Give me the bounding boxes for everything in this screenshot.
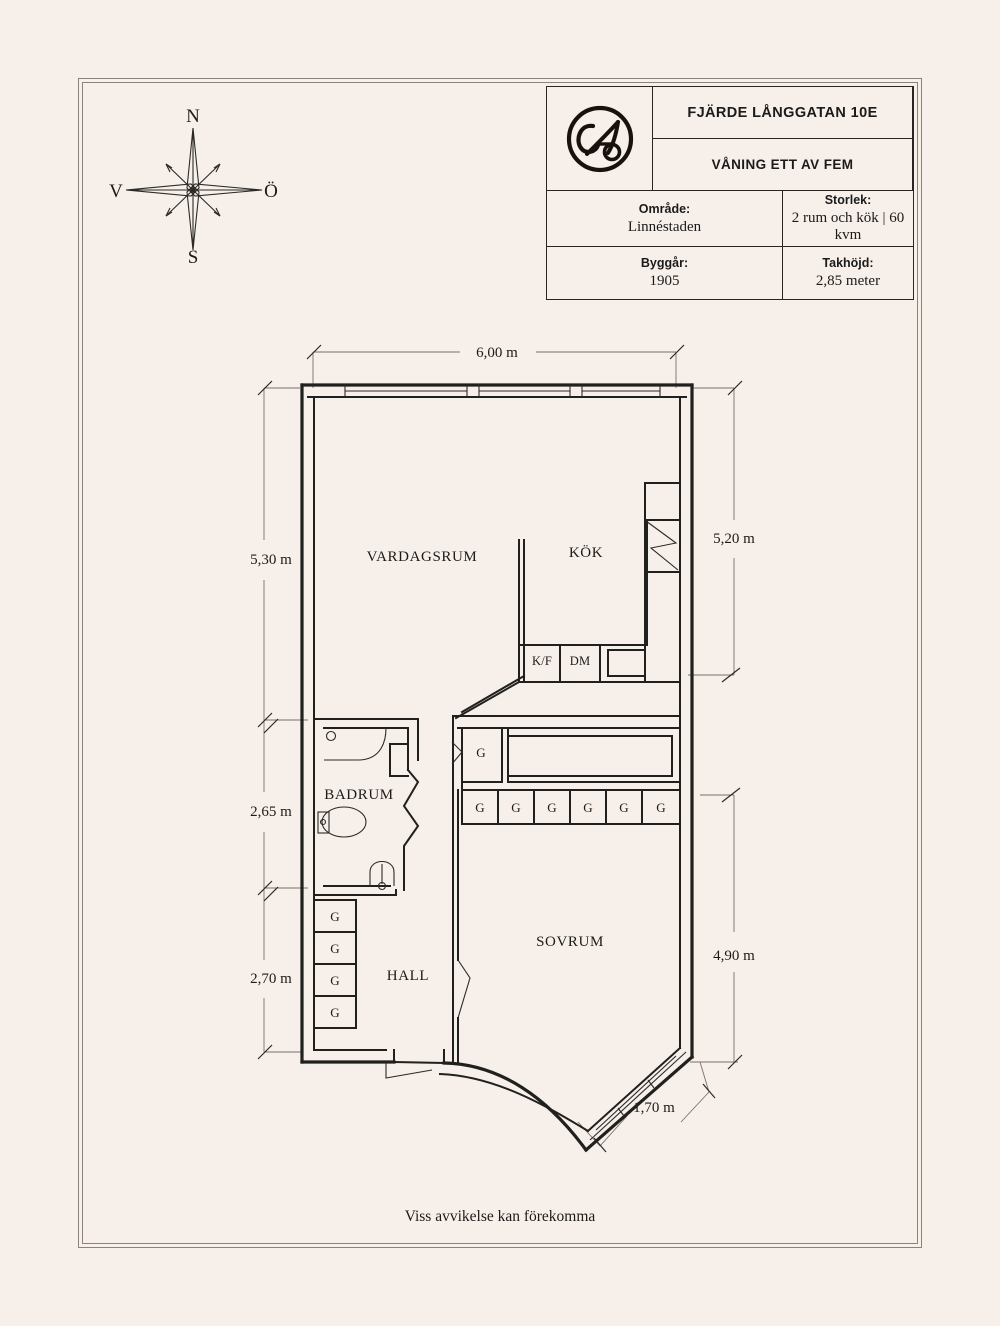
dimension-6-00: 6,00 m	[476, 345, 518, 361]
field-takhojd-key: Takhöjd:	[822, 256, 874, 270]
closet-label-hall-3: G	[330, 973, 339, 988]
appliance-label-kf: K/F	[532, 654, 552, 668]
closet-label-sovrum-2: G	[511, 800, 520, 815]
field-omrade: Område: Linnéstaden	[547, 191, 783, 247]
bay-window	[589, 1051, 687, 1141]
compass-label-south: S	[188, 247, 199, 263]
field-byggar-key: Byggår:	[640, 256, 689, 270]
dimension-4-90: 4,90 m	[713, 948, 755, 964]
closet-label-corridor: G	[476, 745, 485, 760]
dimension-5-20: 5,20 m	[713, 531, 755, 547]
field-takhojd: Takhöjd: 2,85 meter	[783, 247, 913, 299]
title-address: FJÄRDE LÅNGGATAN 10E	[653, 87, 913, 139]
dimension-lines: 6,00 m 5,30 m 2,65 m 2,70 m 5,20 m 4,90 …	[250, 344, 755, 1153]
windows-top	[344, 385, 661, 397]
dimension-1-70: 1,70 m	[633, 1100, 675, 1116]
room-label-vardagsrum: VARDAGSRUM	[367, 549, 478, 565]
field-byggar-value: 1905	[649, 273, 680, 289]
closet-label-hall-2: G	[330, 941, 339, 956]
compass-label-north: N	[186, 106, 200, 127]
field-takhojd-value: 2,85 meter	[815, 273, 881, 289]
disclaimer-caption: Viss avvikelse kan förekomma	[404, 1208, 596, 1225]
bathroom: BADRUM	[313, 718, 420, 896]
field-omrade-key: Område:	[638, 201, 691, 216]
field-storlek-key: Storlek:	[824, 193, 872, 207]
field-storlek-value: 2 rum och kök | 60 kvm	[791, 210, 905, 243]
dimension-5-30: 5,30 m	[250, 552, 292, 568]
sheet-border-outer	[78, 78, 922, 1248]
closet-label-sovrum-5: G	[619, 800, 628, 815]
kitchen-fixtures: K/F DM	[518, 482, 681, 683]
exterior-walls	[300, 383, 695, 1153]
closets-hall: G G G G	[313, 899, 357, 1029]
monogram-logo-icon	[566, 105, 633, 172]
field-omrade-value: Linnéstaden	[627, 218, 702, 235]
closet-label-sovrum-1: G	[475, 800, 484, 815]
room-label-hall: HALL	[387, 968, 429, 984]
title-block: FJÄRDE LÅNGGATAN 10E VÅNING ETT AV FEM O…	[546, 86, 914, 300]
closets-sovrum: G G G G G G	[461, 789, 681, 825]
appliance-label-dm: DM	[570, 654, 591, 668]
compass-label-east: Ö	[264, 181, 278, 202]
dimension-2-70: 2,70 m	[250, 971, 292, 987]
closet-label-sovrum-4: G	[583, 800, 592, 815]
compass-label-west: V	[109, 181, 123, 202]
title-floor: VÅNING ETT AV FEM	[653, 139, 913, 191]
logo-cell	[547, 87, 653, 191]
interior-walls: G	[451, 674, 681, 1063]
closet-label-hall-1: G	[330, 909, 339, 924]
field-byggar: Byggår: 1905	[547, 247, 783, 299]
entry-door	[385, 1049, 445, 1079]
closet-label-sovrum-3: G	[547, 800, 556, 815]
closet-label-sovrum-6: G	[656, 800, 665, 815]
compass-center	[190, 187, 196, 193]
field-storlek: Storlek: 2 rum och kök | 60 kvm	[783, 191, 913, 247]
sheet-border-inner	[82, 82, 918, 1244]
dimension-2-65: 2,65 m	[250, 804, 292, 820]
compass-rose: N V Ö S	[109, 106, 278, 263]
room-label-badrum: BADRUM	[324, 787, 393, 803]
room-label-kok: KÖK	[569, 544, 603, 561]
closet-label-hall-4: G	[330, 1005, 339, 1020]
room-label-sovrum: SOVRUM	[536, 934, 604, 950]
